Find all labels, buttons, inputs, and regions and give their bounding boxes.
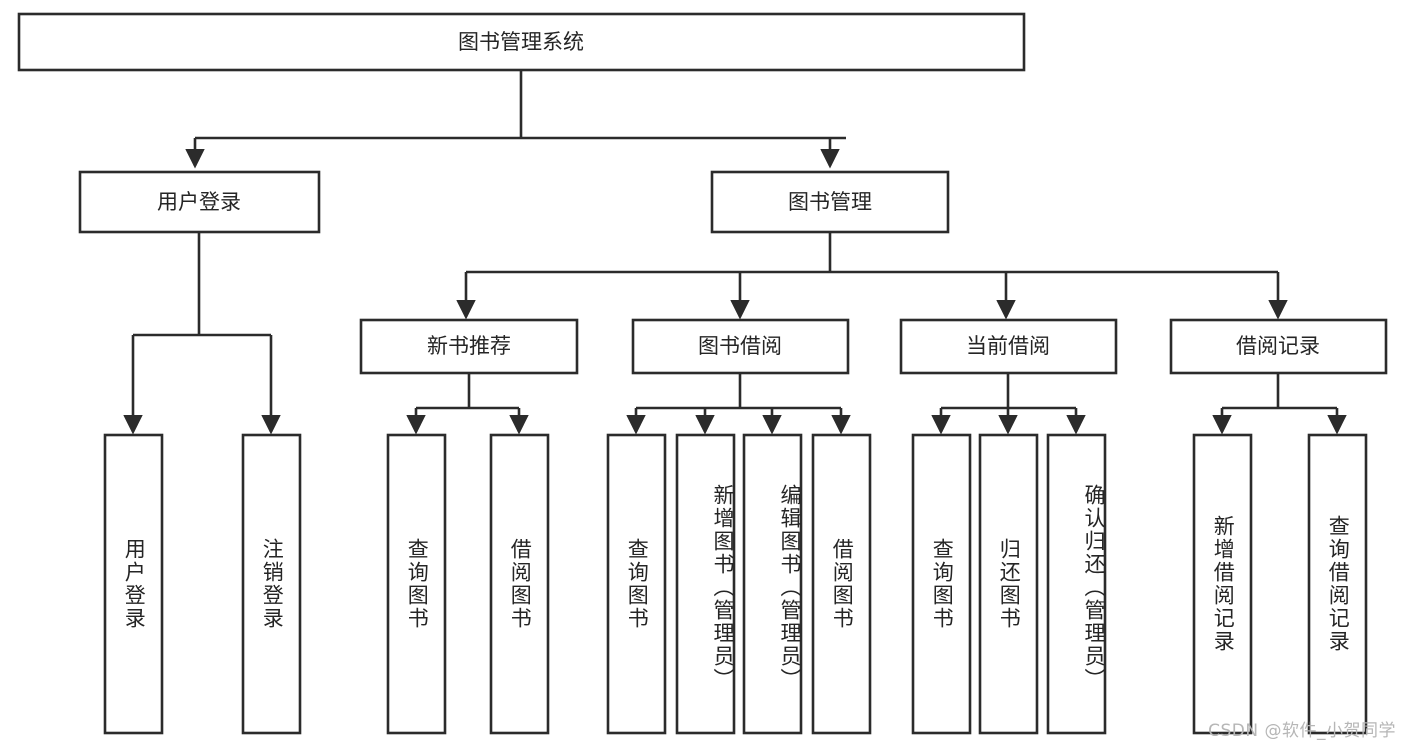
leaf-box xyxy=(742,433,803,735)
leaf-box xyxy=(386,433,447,735)
leaf-box xyxy=(103,433,164,735)
csdn-watermark: CSDN @软件_小贺同学 xyxy=(1208,721,1396,741)
node-book-management[interactable]: 图书管理 xyxy=(710,170,950,234)
leaf-box xyxy=(978,433,1039,735)
connector-root-to-level2 xyxy=(185,70,846,169)
connector-current-to-leaves xyxy=(931,373,1086,435)
node-root-label: 图书管理系统 xyxy=(458,30,584,54)
node-current-borrow[interactable]: 当前借阅 xyxy=(899,318,1118,375)
node-user-login-label: 用户登录 xyxy=(157,190,241,214)
node-borrow-records-label: 借阅记录 xyxy=(1236,334,1320,358)
connector-userlogin-to-leaves xyxy=(123,232,281,435)
leaf-box xyxy=(1046,433,1107,735)
connector-bookmgmt-to-level3 xyxy=(456,232,1288,320)
leaf-box xyxy=(241,433,302,735)
leaf-box xyxy=(911,433,972,735)
connector-newbook-to-leaves xyxy=(406,373,529,435)
node-new-book-recommend-label: 新书推荐 xyxy=(427,334,511,358)
node-book-management-label: 图书管理 xyxy=(788,190,872,214)
leaf-box xyxy=(1192,433,1253,735)
node-borrow-records[interactable]: 借阅记录 xyxy=(1169,318,1388,375)
node-book-borrow[interactable]: 图书借阅 xyxy=(631,318,850,375)
connector-borrow-to-leaves xyxy=(626,373,851,435)
node-book-borrow-label: 图书借阅 xyxy=(698,334,782,358)
leaf-box xyxy=(606,433,667,735)
node-user-login[interactable]: 用户登录 xyxy=(78,170,321,234)
leaf-box xyxy=(1307,433,1368,735)
connector-records-to-leaves xyxy=(1212,373,1347,435)
node-current-borrow-label: 当前借阅 xyxy=(966,334,1050,358)
leaf-box xyxy=(489,433,550,735)
leaf-boxes xyxy=(103,433,1368,735)
leaf-box xyxy=(675,433,736,735)
leaf-box xyxy=(811,433,872,735)
node-root[interactable]: 图书管理系统 xyxy=(17,12,1026,72)
node-new-book-recommend[interactable]: 新书推荐 xyxy=(359,318,579,375)
